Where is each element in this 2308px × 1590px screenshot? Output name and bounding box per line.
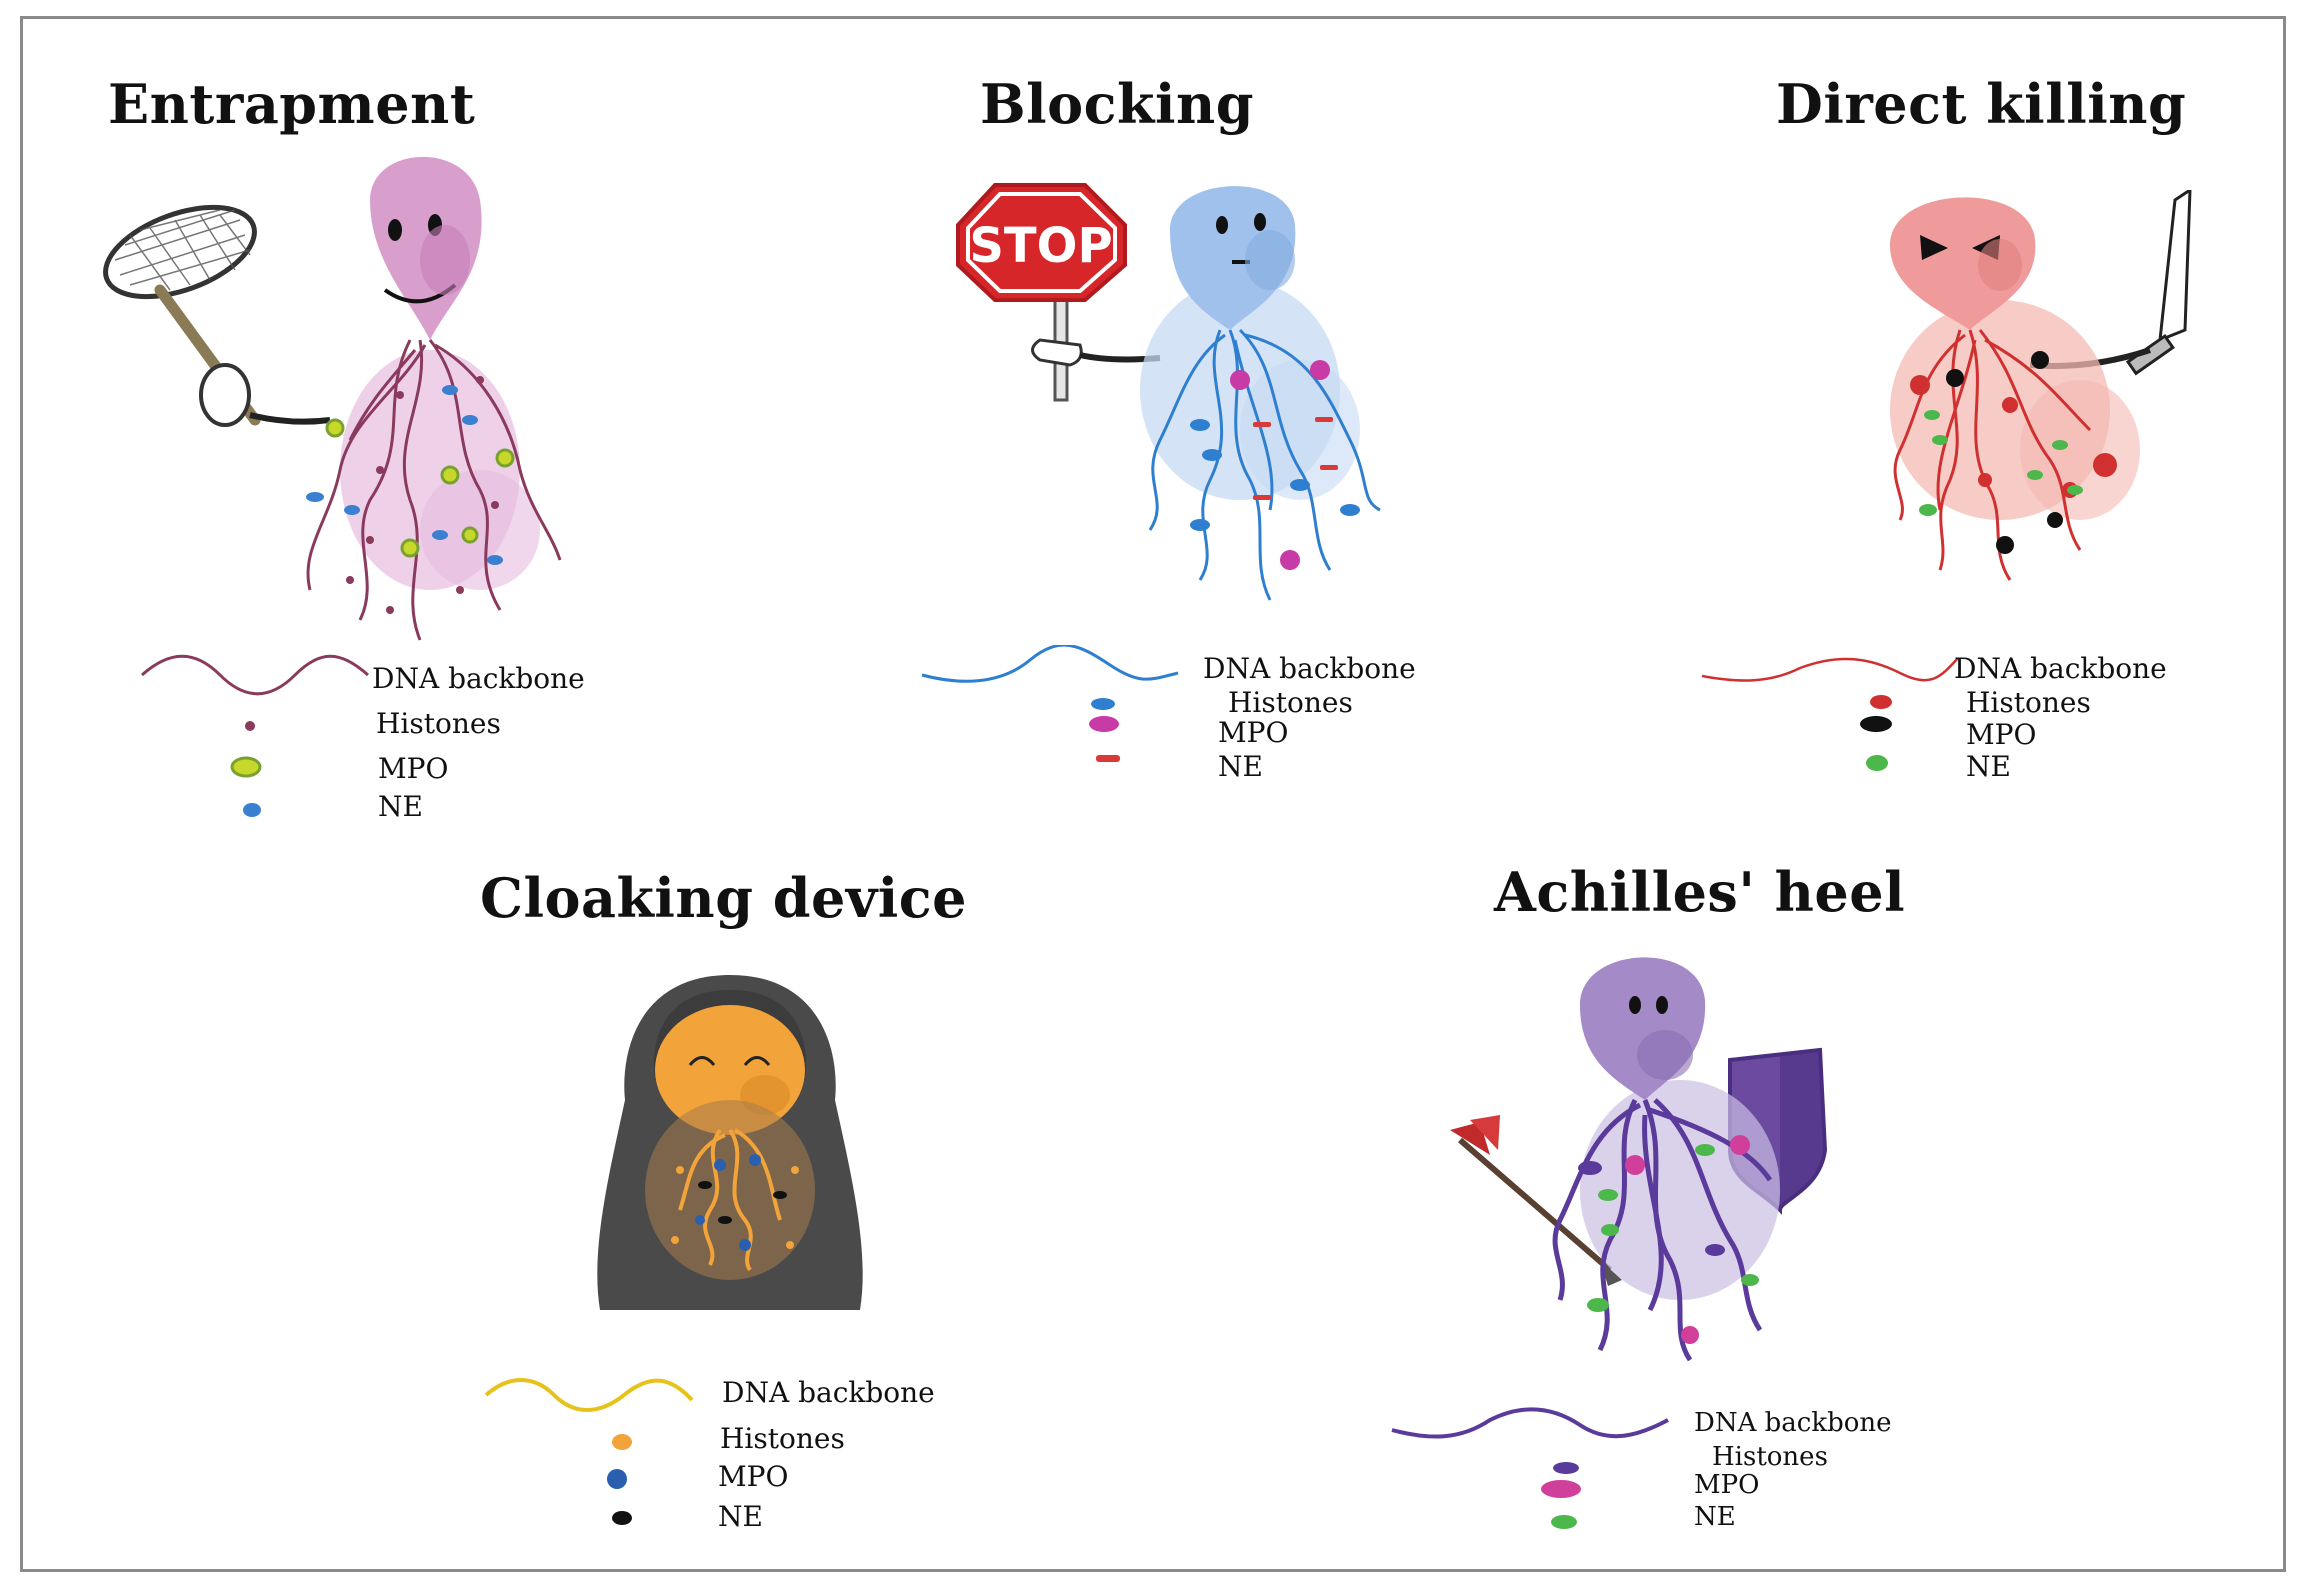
entrapment-legend-mpo-dot — [230, 756, 262, 778]
panel-title-blocking: Blocking — [980, 72, 1254, 136]
blocking-legend-ne: NE — [1218, 750, 1263, 783]
butterfly-net-icon — [103, 204, 261, 427]
entrapment-illustration — [103, 156, 562, 641]
direct-killing-legend-mpo: MPO — [1966, 718, 2037, 751]
direct-killing-legend-dna: DNA backbone — [1954, 652, 2167, 685]
blocking-legend-ne-dot — [1096, 755, 1120, 762]
direct-killing-legend-mpo-dot — [1860, 716, 1892, 732]
entrapment-legend-dna: DNA backbone — [372, 662, 585, 695]
cloaking-device-legend-mpo-dot — [607, 1469, 627, 1489]
cloaking-device-legend-histone-dot — [612, 1434, 632, 1450]
cloaking-device-legend-ne: NE — [718, 1500, 763, 1533]
entrapment-legend-mpo: MPO — [378, 752, 449, 785]
entrapment-legend-ne-dot — [243, 803, 261, 817]
achilles-heel-legend-histone-dot — [1553, 1462, 1579, 1474]
eye-icon — [388, 219, 402, 241]
direct-killing-legend-dna-line — [1701, 657, 1959, 682]
cloaking-device-legend-histones: Histones — [720, 1422, 845, 1455]
entrapment-legend-histone-dot — [245, 721, 255, 731]
blocking-illustration: STOP — [956, 183, 1381, 601]
blocking-legend-dna-line — [921, 645, 1179, 683]
cloaking-device-legend-dna-line — [484, 1378, 694, 1412]
blocking-legend-mpo: MPO — [1218, 716, 1289, 749]
achilles-heel-legend-mpo: MPO — [1694, 1470, 1760, 1500]
panel-title-entrapment: Entrapment — [108, 72, 476, 136]
cloaking-device-legend-dna: DNA backbone — [722, 1376, 935, 1409]
entrapment-legend-histones: Histones — [376, 707, 501, 740]
blocking-legend-histones: Histones — [1228, 686, 1353, 719]
entrapment-legend-ne: NE — [378, 790, 423, 823]
achilles-heel-legend-dna-line — [1391, 1407, 1669, 1439]
arrow-icon — [1450, 1115, 1622, 1286]
blocking-legend-dna: DNA backbone — [1203, 652, 1416, 685]
achilles-heel-legend-ne: NE — [1694, 1502, 1736, 1532]
mpo-spiky-marks — [1946, 351, 2063, 554]
panel-title-direct-killing: Direct killing — [1776, 72, 2187, 136]
direct-killing-legend-ne: NE — [1966, 750, 2011, 783]
direct-killing-illustration — [1890, 190, 2192, 581]
cloaking-device-legend-mpo: MPO — [718, 1460, 789, 1493]
achilles-heel-legend-dna: DNA backbone — [1694, 1408, 1892, 1438]
achilles-heel-illustration — [1450, 957, 1828, 1362]
direct-killing-legend-histone-dot — [1870, 695, 1892, 709]
stop-sign-icon: STOP — [956, 183, 1127, 402]
panel-title-cloaking-device: Cloaking device — [480, 866, 967, 930]
blocking-legend-histone-dot — [1091, 698, 1115, 710]
entrapment-legend-dna-line — [141, 654, 369, 696]
achilles-heel-legend-ne-dot — [1551, 1515, 1577, 1529]
achilles-heel-legend-histones: Histones — [1712, 1442, 1828, 1472]
cloaking-device-illustration — [597, 975, 863, 1310]
achilles-heel-legend-mpo-dot — [1541, 1480, 1581, 1498]
stop-sign-text: STOP — [969, 218, 1112, 274]
direct-killing-legend-histones: Histones — [1966, 686, 2091, 719]
sword-icon — [2125, 190, 2192, 376]
panel-title-achilles-heel: Achilles' heel — [1494, 860, 1906, 924]
direct-killing-legend-ne-dot — [1866, 755, 1888, 771]
cloaking-device-legend-ne-dot — [612, 1511, 632, 1525]
blocking-legend-mpo-dot — [1089, 716, 1119, 732]
